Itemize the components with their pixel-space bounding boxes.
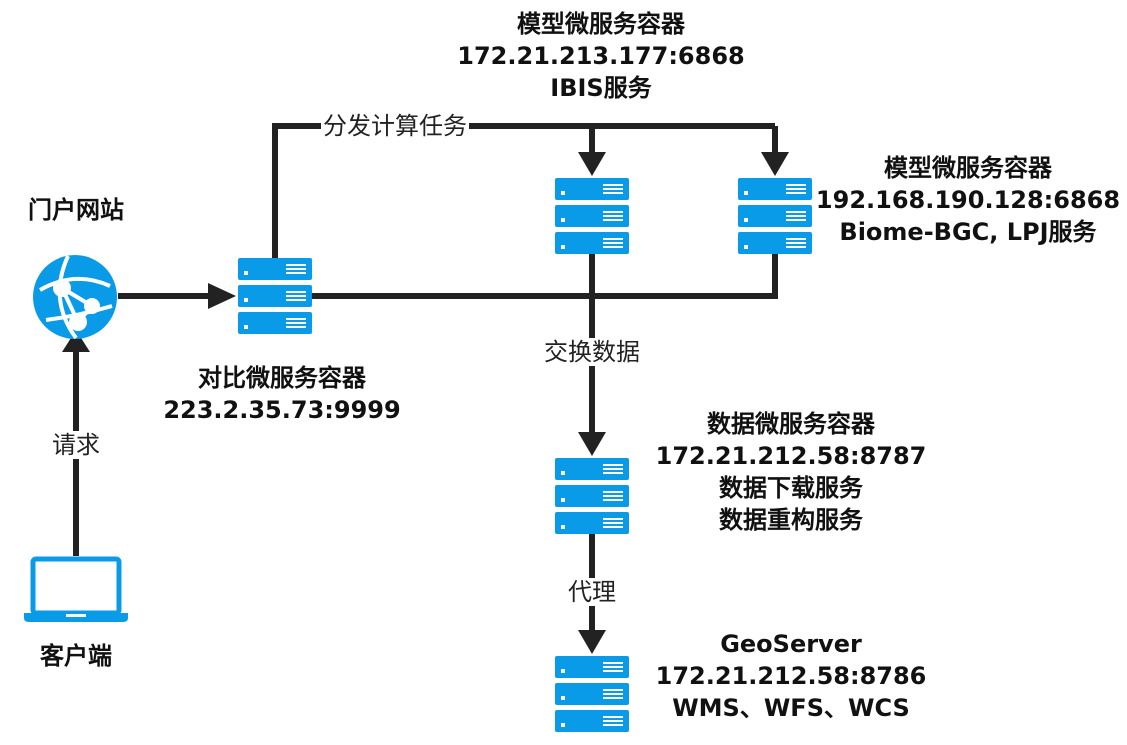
edge-label-dispatch: 分发计算任务 (321, 112, 469, 140)
model-ibis-server-node (555, 178, 629, 254)
server-stack-icon (555, 458, 629, 534)
geoserver-title: GeoServer (720, 630, 862, 658)
globe-network-icon (33, 255, 117, 340)
client-title: 客户端 (40, 642, 112, 670)
portal-label: 门户网站 (28, 194, 124, 226)
arrow-head-proxy (578, 630, 606, 654)
model-ibis-address: 172.21.213.177:6868 (457, 42, 745, 70)
model-biome-label: 模型微服务容器 192.168.190.128:6868 Biome-BGC, … (816, 152, 1120, 248)
server-stack-icon (738, 178, 812, 254)
compare-title: 对比微服务容器 (198, 364, 366, 392)
portal-node (28, 250, 122, 344)
geoserver-label: GeoServer 172.21.212.58:8786 WMS、WFS、WCS (656, 628, 927, 724)
portal-title: 门户网站 (28, 196, 124, 224)
client-label: 客户端 (40, 640, 112, 672)
geoserver-address: 172.21.212.58:8786 (655, 662, 927, 690)
edge-dispatch (272, 123, 775, 258)
compare-label: 对比微服务容器 223.2.35.73:9999 (163, 362, 400, 426)
edge-label-proxy: 代理 (566, 578, 618, 606)
data-service-download: 数据下载服务 (719, 474, 863, 502)
data-server-node (555, 458, 629, 534)
compare-server-node (238, 258, 312, 334)
server-stack-icon (238, 258, 312, 334)
arrow-head-request (62, 330, 90, 352)
edge-compare-biome (312, 252, 778, 299)
arrow-head-dispatch-ibis (578, 152, 606, 176)
model-biome-server-node (738, 178, 812, 254)
model-ibis-label: 模型微服务容器 172.21.213.177:6868 IBIS服务 (457, 8, 744, 104)
data-address: 172.21.212.58:8787 (655, 442, 927, 470)
compare-address: 223.2.35.73:9999 (163, 396, 401, 424)
arrow-head-dispatch-biome (761, 152, 789, 176)
server-stack-icon (555, 656, 629, 732)
model-biome-title: 模型微服务容器 (883, 154, 1052, 182)
laptop-icon (24, 556, 128, 622)
model-biome-address: 192.168.190.128:6868 (815, 186, 1121, 214)
data-title: 数据微服务容器 (707, 410, 875, 438)
arrow-head-exchange (578, 432, 606, 456)
model-biome-service: Biome-BGC, LPJ服务 (839, 218, 1097, 246)
model-ibis-title: 模型微服务容器 (517, 10, 685, 38)
arrow-head-portal-compare (208, 283, 236, 309)
model-ibis-service: IBIS服务 (550, 74, 652, 102)
client-node (22, 556, 130, 624)
edge-label-exchange: 交换数据 (542, 338, 642, 366)
geoserver-service: WMS、WFS、WCS (672, 694, 910, 722)
server-stack-icon (555, 178, 629, 254)
edge-label-request: 请求 (50, 431, 102, 459)
data-label: 数据微服务容器 172.21.212.58:8787 数据下载服务 数据重构服务 (656, 408, 927, 536)
geoserver-server-node (555, 656, 629, 732)
data-service-reconstruct: 数据重构服务 (719, 506, 863, 534)
